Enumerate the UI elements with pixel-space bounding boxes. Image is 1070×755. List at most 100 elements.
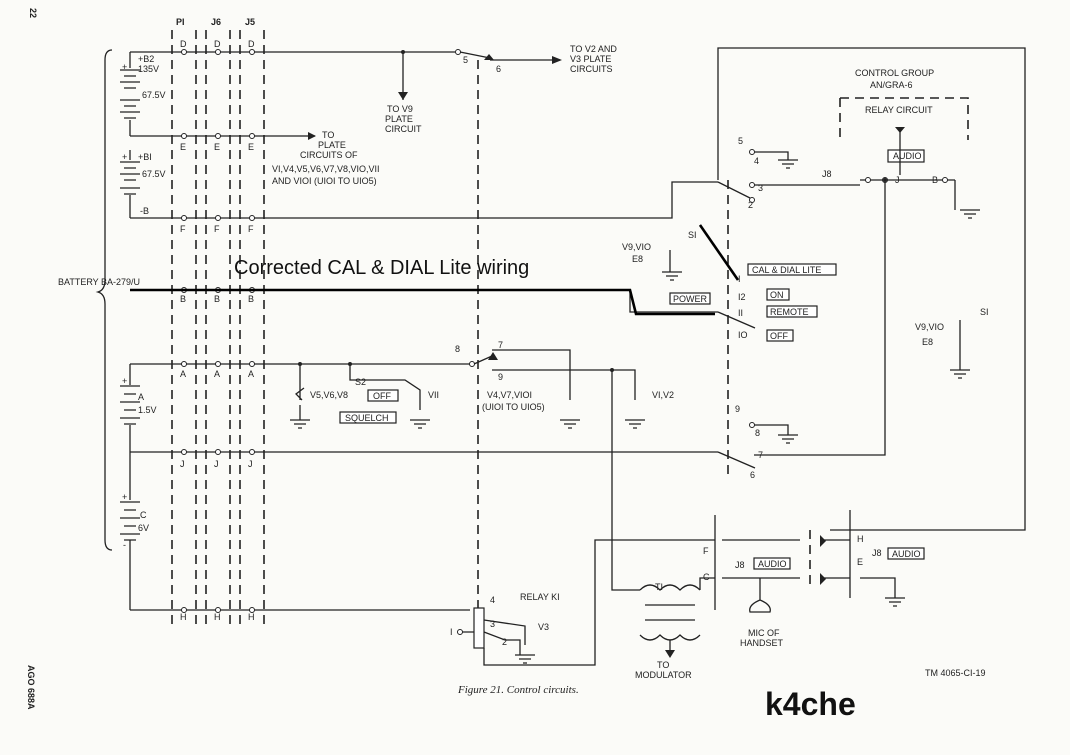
e8-left: E8 <box>632 254 643 264</box>
squelch-label: SQUELCH <box>345 413 389 423</box>
connector-j6-label: J6 <box>211 17 221 27</box>
to-v9-line2: PLATE <box>385 114 413 124</box>
svg-text:6: 6 <box>750 470 755 480</box>
svg-text:IO: IO <box>738 330 748 340</box>
svg-text:E: E <box>857 557 863 567</box>
t1-label: TI <box>655 582 663 592</box>
audio-box-mid <box>753 557 791 570</box>
page-number: 22 <box>28 8 38 18</box>
tm-code: TM 4065-CI-19 <box>925 668 986 678</box>
battery-minus-b: -B <box>140 206 149 216</box>
svg-text:5: 5 <box>738 136 743 146</box>
bottom-section <box>457 455 896 666</box>
pin-p1-a: A <box>180 369 186 379</box>
junction-dots <box>298 50 887 372</box>
svg-text:C: C <box>703 572 710 582</box>
svg-text:9: 9 <box>735 404 740 414</box>
battery-b2-voltage: 135V <box>138 64 159 74</box>
off2-label: OFF <box>770 331 788 341</box>
relay-k1-label: RELAY KI <box>520 592 560 602</box>
audio-box-right <box>887 547 925 560</box>
svg-text:J: J <box>895 175 900 185</box>
connector-p1-label: PI <box>176 17 185 27</box>
svg-text:PLATE: PLATE <box>318 140 346 150</box>
svg-text:9: 9 <box>498 372 503 382</box>
battery-plus-2: + <box>122 152 127 162</box>
svg-text:2: 2 <box>502 637 507 647</box>
svg-text:8: 8 <box>755 428 760 438</box>
switch-terminal-labels: 5 4 3 2 I I2 II IO 9 8 7 6 V9,VIO E8 SI … <box>622 136 989 480</box>
svg-text:F: F <box>703 546 709 556</box>
label-v4-sub: (UIOI TO UIO5) <box>482 402 545 412</box>
svg-text:I2: I2 <box>738 292 746 302</box>
to-modulator-line2: MODULATOR <box>635 670 692 680</box>
pin-j6-j: J <box>214 459 219 469</box>
pin-p1-f: F <box>180 224 186 234</box>
svg-text:II: II <box>738 308 743 318</box>
pin-p1-d: D <box>180 39 187 49</box>
v9-v10-right: V9,VIO <box>915 322 944 332</box>
si-left: SI <box>688 230 697 240</box>
svg-text:3: 3 <box>758 183 763 193</box>
battery-a-label: A <box>138 392 144 402</box>
switch-7-8-9 <box>295 349 636 455</box>
to-modulator-line1: TO <box>657 660 669 670</box>
control-group <box>839 97 969 210</box>
remote-box <box>766 305 818 318</box>
cal-dial-box <box>747 263 837 276</box>
audio-label-mid: AUDIO <box>758 559 787 569</box>
term-5-top: 5 <box>463 55 468 65</box>
off-box <box>367 389 399 402</box>
svg-text:2: 2 <box>748 200 753 210</box>
svg-text:7: 7 <box>498 340 503 350</box>
j8-label-mid: J8 <box>735 560 745 570</box>
label-v11: VII <box>428 390 439 400</box>
battery-c-voltage: 6V <box>138 523 149 533</box>
squelch-box <box>339 411 397 424</box>
off2-box <box>766 329 794 342</box>
battery-minus-c: - <box>123 540 126 550</box>
plate-feed <box>300 49 562 140</box>
audio-label-top: AUDIO <box>893 151 922 161</box>
ground-icons <box>290 159 980 664</box>
pin-j6-e: E <box>214 142 220 152</box>
battery-a-voltage: 1.5V <box>138 405 157 415</box>
label-v4: V4,V7,VIOI <box>487 390 532 400</box>
pin-j5-b: B <box>248 294 254 304</box>
v3-label: V3 <box>538 622 549 632</box>
audio-label-right: AUDIO <box>892 549 921 559</box>
svg-text:7: 7 <box>758 450 763 460</box>
svg-text:I: I <box>738 274 741 284</box>
pin-j6-h: H <box>214 612 221 622</box>
power-box <box>669 292 711 305</box>
battery-b2-label: +B2 <box>138 54 154 64</box>
battery-plus-c: + <box>122 492 127 502</box>
battery-symbols <box>95 49 140 551</box>
to-v9-line3: CIRCUIT <box>385 124 422 134</box>
on-label: ON <box>770 290 784 300</box>
on-box <box>766 288 790 301</box>
watermark: k4che <box>765 686 856 722</box>
bottom-labels: 4 3 I 2 RELAY KI V3 TI TO MODULATOR MIC … <box>450 534 986 680</box>
figure-caption: Figure 21. Control circuits. <box>457 684 579 696</box>
label-v5-v6-v8: V5,V6,V8 <box>310 390 348 400</box>
label-v1-v2: VI,V2 <box>652 390 674 400</box>
battery-plus-1: + <box>122 62 127 72</box>
pin-j6-b: B <box>214 294 220 304</box>
connector-j5-label: J5 <box>245 17 255 27</box>
remote-label: REMOTE <box>770 307 809 317</box>
svg-text:CIRCUITS OF: CIRCUITS OF <box>300 150 358 160</box>
control-group-title: CONTROL GROUP <box>855 68 934 78</box>
corrected-wiring-cal <box>698 224 740 281</box>
svg-text:VI,V4,V5,V6,V7,V8,VIO,VII: VI,V4,V5,V6,V7,V8,VIO,VII <box>272 164 380 174</box>
middle-labels: 8 7 9 V5,V6,V8 S2 VII V4,V7,VIOI (UIOI T… <box>310 340 674 412</box>
v9-v10-left: V9,VIO <box>622 242 651 252</box>
pin-p1-j: J <box>180 459 185 469</box>
control-group-model: AN/GRA-6 <box>870 80 913 90</box>
svg-text:AND VIOI (UIOI TO UIO5): AND VIOI (UIOI TO UIO5) <box>272 176 377 186</box>
pin-j5-e: E <box>248 142 254 152</box>
pin-p1-b: B <box>180 294 186 304</box>
e8-right: E8 <box>922 337 933 347</box>
